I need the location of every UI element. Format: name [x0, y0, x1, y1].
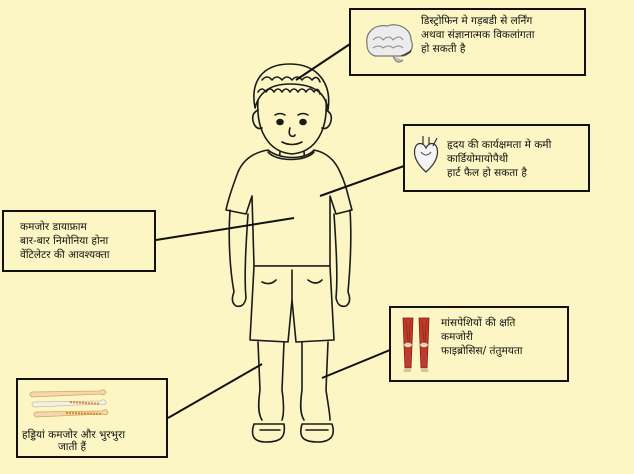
muscle-text-line-1: मांसपेशियों की क्षति — [441, 316, 515, 330]
heart-text-line-2: कार्डियोमायोपैथी — [447, 152, 508, 166]
muscle-text-line-3: फाइब्रोसिस/ तंतुमयता — [441, 344, 523, 358]
diaphragm-text-line-2: बार-बार निमोनिया होना — [20, 234, 108, 248]
muscle-callout-box: मांसपेशियों की क्षति कमजोरी फाइब्रोसिस/ … — [389, 306, 569, 382]
diaphragm-text-line-3: वेंटिलेटर की आवश्यक्ता — [20, 248, 109, 262]
brain-callout-box: डिस्ट्रोफिन मे गड़बडी से लर्निंग अथवा सं… — [349, 8, 586, 76]
muscle-text-line-2: कमजोरी — [441, 330, 473, 344]
heart-text-line-1: हृदय की कार्यक्षमता मे कमी — [447, 138, 551, 152]
heart-text-line-3: हार्ट फैल हो सकता है — [447, 166, 527, 180]
brain-text-line-3: हो सकती है — [421, 42, 465, 56]
bones-icon — [26, 386, 116, 422]
bone-text-line-2: जाती हैं — [58, 440, 86, 454]
heart-callout-box: हृदय की कार्यक्षमता मे कमी कार्डियोमायोप… — [403, 124, 590, 192]
bone-callout-box: हड्डियां कमजोर और भुरभुरा जाती हैं — [16, 378, 168, 458]
brain-text-line-2: अथवा संज्ञानात्मक विकलांगता — [421, 28, 534, 42]
brain-text-line-1: डिस्ट्रोफिन मे गड़बडी से लर्निंग — [421, 14, 532, 28]
brain-icon — [361, 20, 417, 68]
bone-connector-line — [168, 364, 262, 418]
muscle-connector-line — [322, 350, 390, 378]
diaphragm-text-line-1: कमजोर डायाफ्राम — [20, 220, 87, 234]
leg-muscles-icon — [399, 316, 433, 374]
brain-connector-line — [296, 44, 350, 80]
heart-icon — [411, 134, 441, 174]
diaphragm-callout-box: कमजोर डायाफ्राम बार-बार निमोनिया होना वे… — [2, 210, 156, 272]
